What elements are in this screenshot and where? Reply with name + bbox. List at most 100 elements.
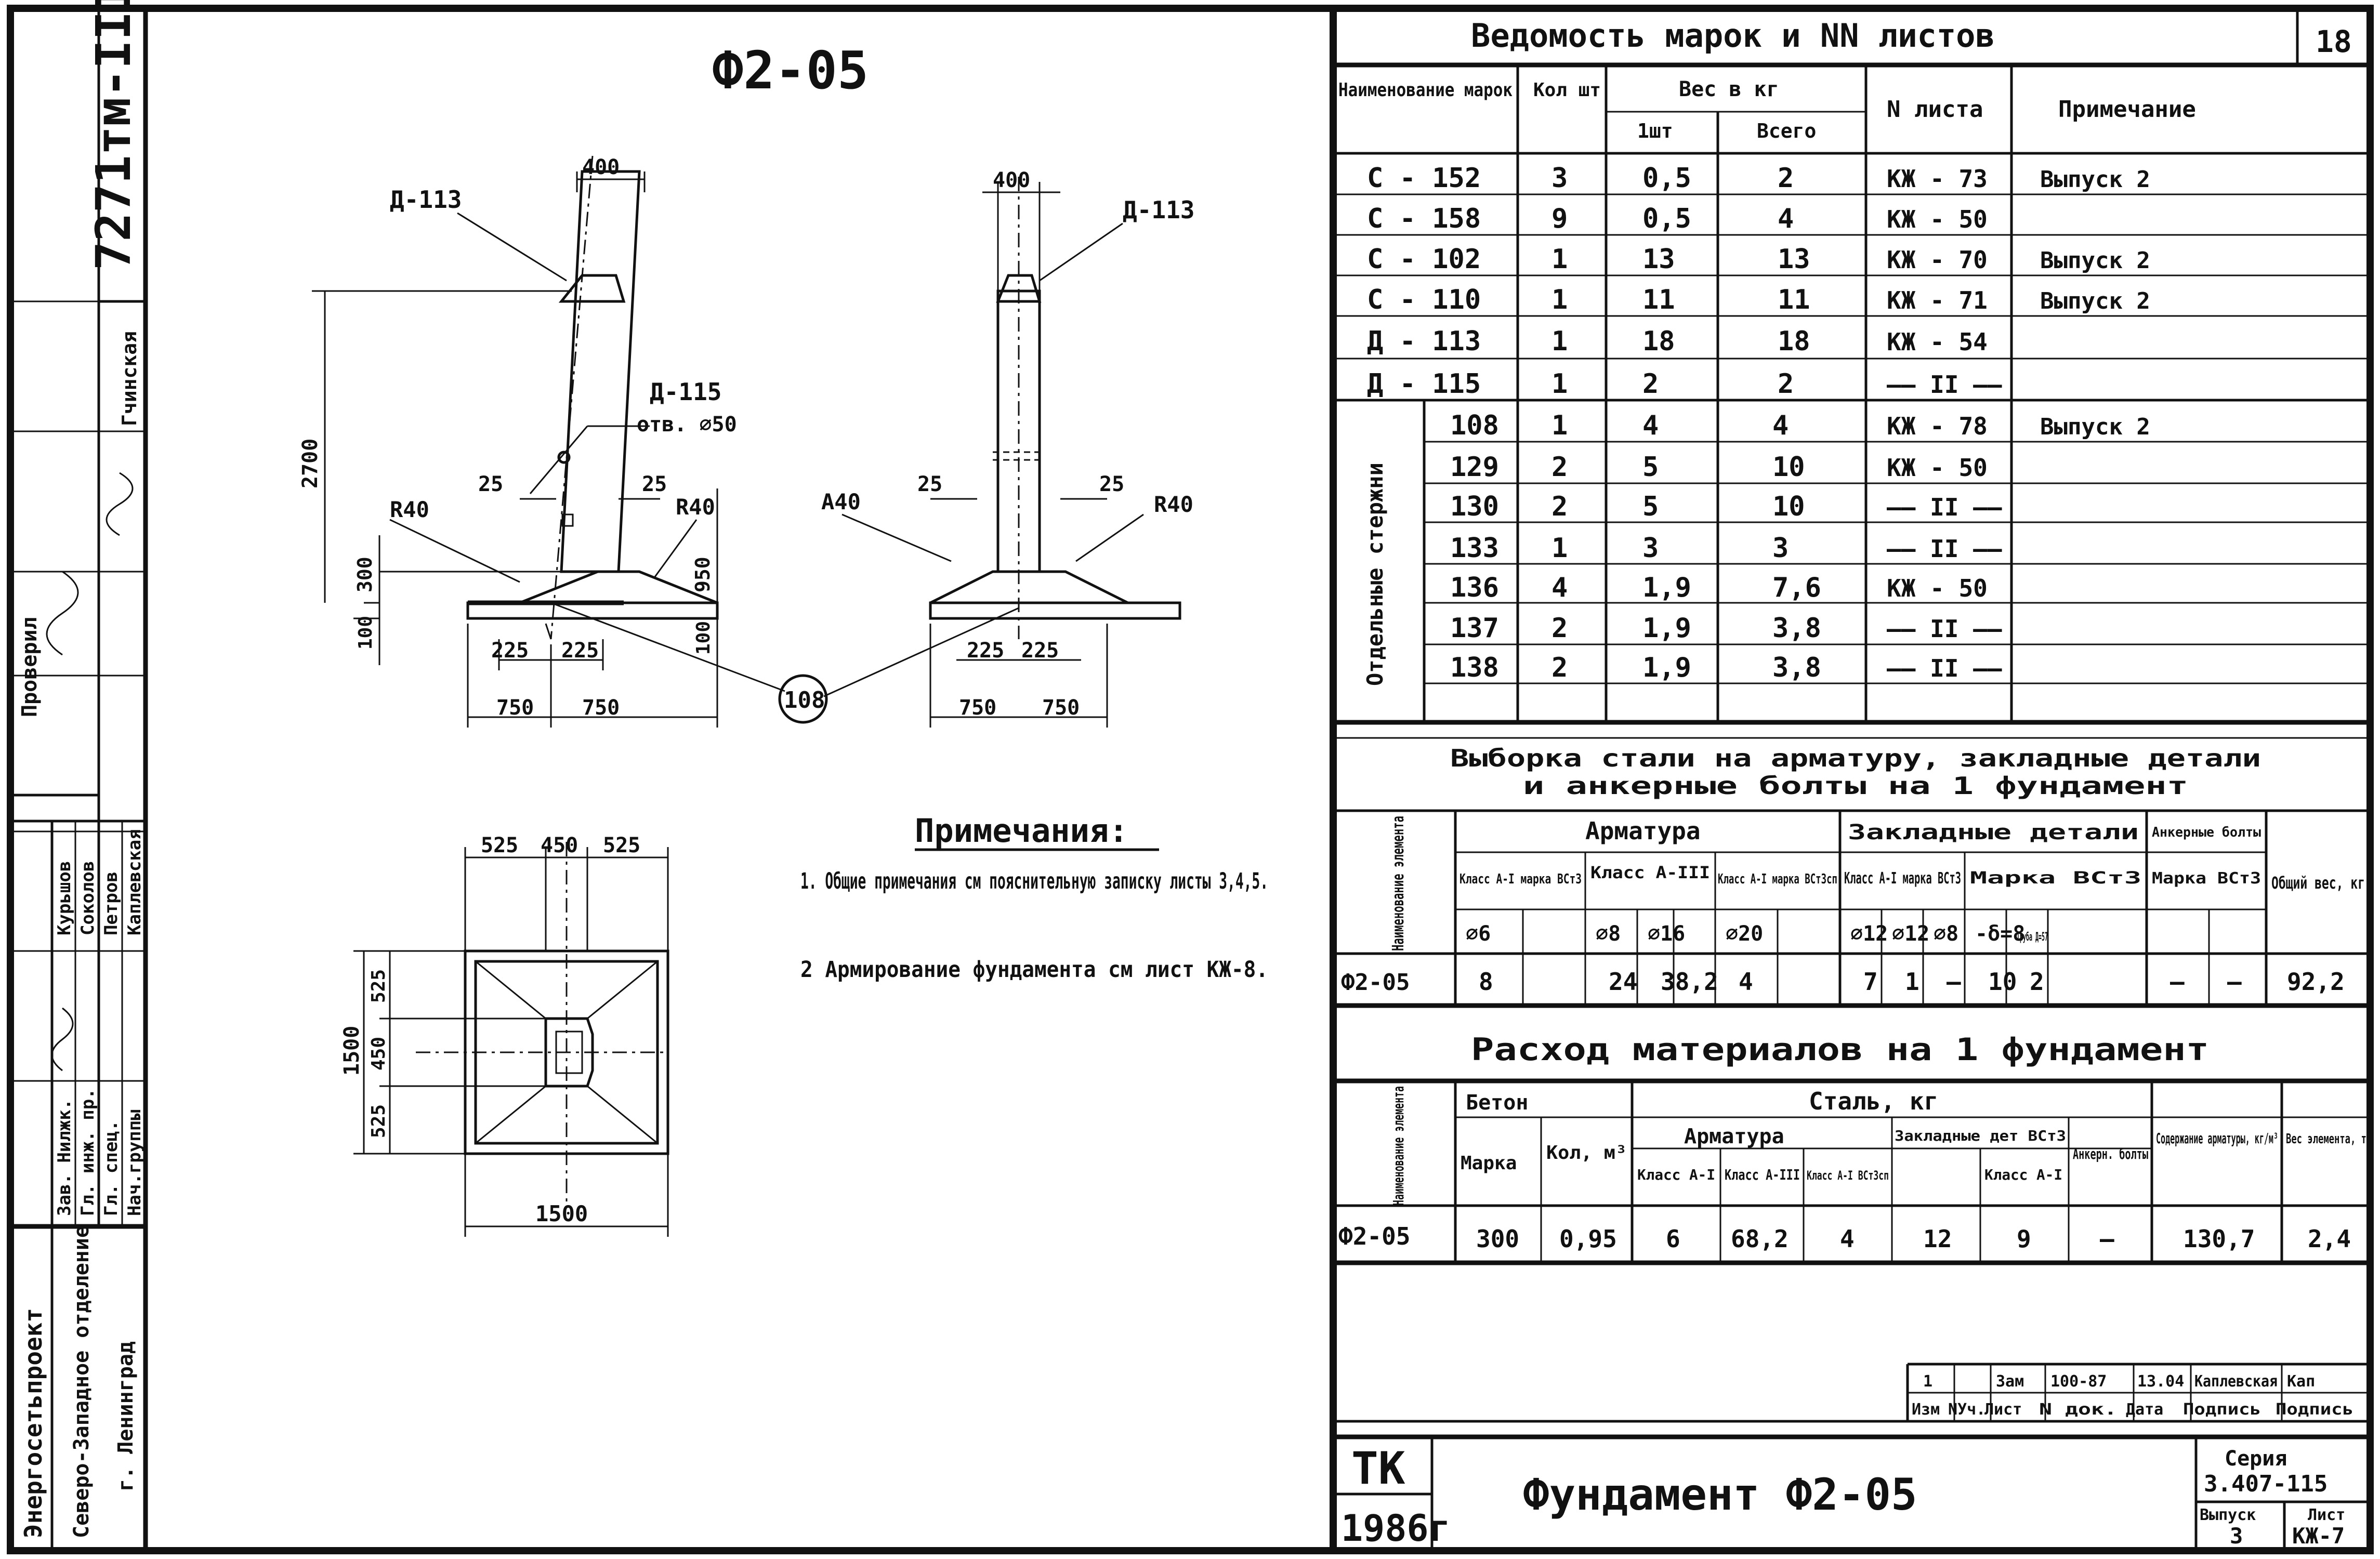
mat-h-emb: Закладные дет ВСт3 (1895, 1127, 2066, 1144)
marks-group-row-w1: 5 (1642, 491, 1659, 522)
plan-dim-side-3: 525 (368, 1104, 389, 1138)
dim-25: 25 (478, 472, 503, 496)
dim-225: 225 (491, 639, 529, 663)
steel-row-total: 92,2 (2287, 968, 2345, 996)
mat-row-content: 130,7 (2183, 1225, 2255, 1253)
mat-row-emb: 12 (1923, 1225, 1952, 1253)
dim-100: 100 (355, 616, 376, 650)
steel-h-anch2: Марка ВСт3 (2152, 869, 2261, 888)
mat-h-a1: Класс А-I (1637, 1166, 1715, 1183)
marks-group-row-w1: 1,9 (1642, 613, 1691, 644)
marks-row-name: С - 158 (1367, 203, 1481, 234)
steel-diameter-cell: ⌀12 (1850, 922, 1888, 946)
marks-group-row-name: 108 (1450, 410, 1499, 441)
dim-750c: 750 (959, 696, 996, 720)
dim-750: 750 (496, 696, 534, 720)
sidebar-org-1: Энергосетьпроект (19, 1308, 47, 1538)
steel-h-name: Наименование элемента (1389, 816, 1408, 951)
sidebar-name-4: Курьшов (54, 861, 75, 935)
label-d113: Д-113 (390, 186, 462, 214)
marks-group-row-qty: 1 (1551, 410, 1568, 441)
marks-h-w1: 1шт (1637, 120, 1673, 142)
sidebar-code: 7271тм-III-18 (86, 0, 141, 270)
note-1: 1. Общие примечания см пояснительную зап… (800, 868, 1268, 894)
revision-head-cell: Изм (1912, 1401, 1940, 1419)
title-issue: 3 (2230, 1523, 2243, 1549)
marks-h-qty: Кол шт (1533, 80, 1601, 101)
sidebar-name-3: Соколов (77, 861, 98, 935)
sidebar-check-2: Гчинская (118, 331, 141, 426)
elevation-view-front (823, 177, 1181, 728)
marks-group-row-wall: 3 (1772, 533, 1789, 564)
steel-diameter-cell: ⌀12 (1892, 922, 1929, 946)
sidebar-org-2: Северо-Западное отделение (70, 1225, 94, 1538)
marks-group-row-qty: 1 (1551, 533, 1568, 564)
plan-dim-top-2: 450 (541, 834, 578, 857)
marks-group-row-name: 137 (1450, 613, 1499, 644)
revision-value-cell: Каплевская (2194, 1372, 2278, 1391)
steel-table-grid (1333, 737, 2370, 1008)
title-series-label: Серия (2225, 1447, 2287, 1471)
marks-row-qty: 1 (1551, 244, 1568, 275)
notes-heading: Примечания: (915, 812, 1128, 850)
plan-dim-top-3: 525 (603, 834, 640, 857)
marks-group-row-w1: 5 (1642, 452, 1659, 483)
material-table-grid (1333, 1078, 2370, 1265)
sidebar-role-3: Гл. инж. пр. (77, 1088, 98, 1216)
marks-row-w1: 18 (1642, 326, 1675, 357)
dim-225c: 225 (967, 639, 1004, 663)
marks-h-weight: Вес в кг (1679, 77, 1779, 101)
revision-value-cell: Зам (1996, 1372, 2024, 1391)
marks-h-note: Примечание (2058, 96, 2196, 123)
mat-h-emb2: Класс А-I (1984, 1166, 2062, 1183)
steel-value-cell: 8 (1479, 968, 1493, 996)
marks-row-wall: 2 (1778, 163, 1794, 194)
marks-sheet-no: 18 (2316, 24, 2352, 59)
marks-row-w1: 2 (1642, 368, 1659, 400)
marks-row-note: Выпуск 2 (2040, 247, 2150, 274)
marks-group-row-note: Выпуск 2 (2040, 414, 2150, 440)
mat-row-a1b: 4 (1840, 1225, 1855, 1253)
marks-row-sheet: КЖ - 73 (1887, 165, 1988, 193)
outer-frame (7, 5, 2374, 1554)
marks-row-name: Д - 113 (1367, 326, 1481, 357)
marks-group-row-w1: 4 (1642, 410, 1659, 441)
marks-group-row-w1: 1,9 (1642, 652, 1691, 683)
marks-group-row-wall: 4 (1772, 410, 1789, 441)
revision-head-cell: Подпись (2276, 1401, 2353, 1419)
label-r40b: R40 (676, 494, 715, 520)
marks-group-row-wall: 3,8 (1772, 613, 1821, 644)
revision-head-cell: NУч. (1948, 1401, 1985, 1419)
marks-group-row-qty: 2 (1551, 452, 1568, 483)
mat-h-weight: Вес элемента, т (2286, 1131, 2366, 1147)
marks-group-row-wall: 10 (1772, 452, 1805, 483)
steel-h-total: Общий вес, кг (2271, 873, 2365, 893)
title-sheet-label: Лист (2308, 1506, 2345, 1524)
steel-diameter-cell: ⌀6 (1466, 922, 1491, 946)
mat-row-emb2: 9 (2017, 1225, 2031, 1253)
title-name: Фундамент Ф2-05 (1523, 1469, 1917, 1520)
marks-group-row-wall: 3,8 (1772, 652, 1821, 683)
label-r40: R40 (390, 497, 429, 522)
marks-table-grid (1330, 8, 2370, 1551)
steel-value-cell: — (2170, 968, 2185, 996)
revision-head-cell: Лист (1984, 1401, 2022, 1419)
dim-750d: 750 (1042, 696, 1080, 720)
marks-group-row-name: 133 (1450, 533, 1499, 564)
marks-row-w1: 13 (1642, 244, 1675, 275)
title-series: 3.407-115 (2204, 1471, 2328, 1497)
dim-750b: 750 (582, 696, 620, 720)
marks-row-qty: 3 (1551, 163, 1568, 194)
marks-group-row-sheet: —— II —— (1887, 615, 2002, 643)
marks-group-row-qty: 2 (1551, 491, 1568, 522)
revision-value-cell: 100-87 (2050, 1372, 2107, 1391)
steel-h-arm: Арматура (1585, 817, 1701, 845)
marks-row-sheet: КЖ - 70 (1887, 246, 1988, 274)
marks-row-wall: 18 (1778, 326, 1810, 357)
dim-top-400-b: 400 (993, 168, 1030, 192)
steel-value-cell: 7 (1863, 968, 1878, 996)
revision-value-cell: Кап (2287, 1372, 2315, 1391)
